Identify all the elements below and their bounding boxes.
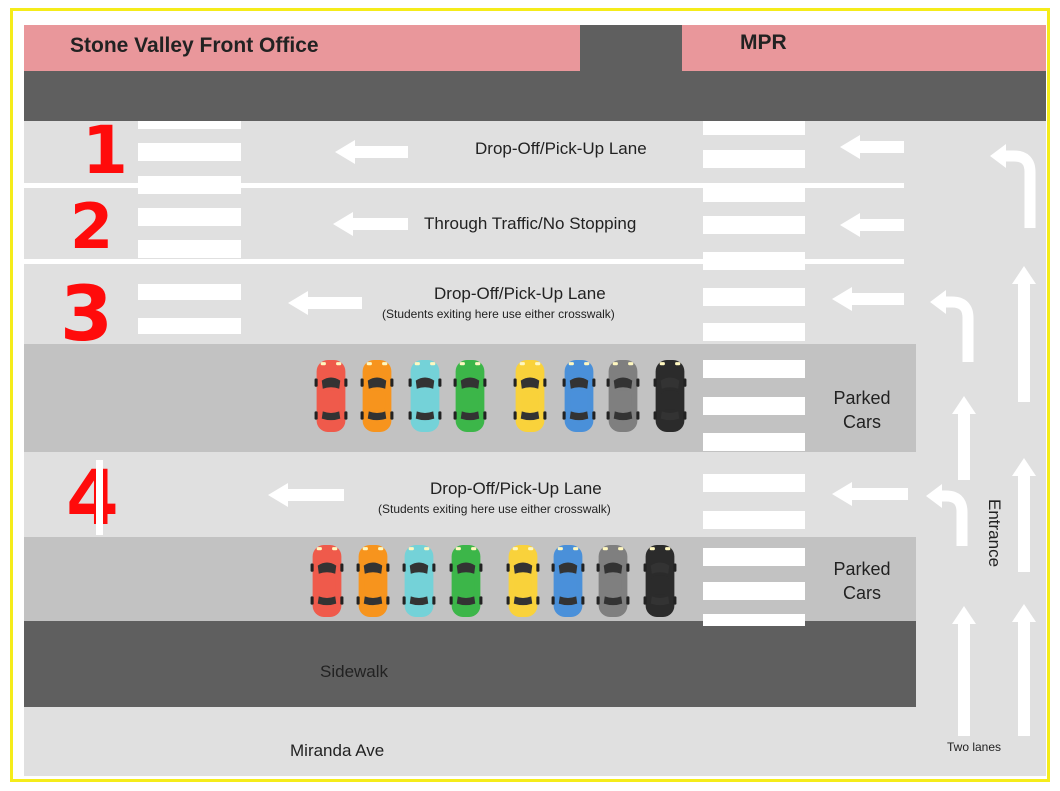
arrow-left-icon <box>840 135 904 159</box>
turn-arrow-icon <box>1004 150 1036 228</box>
lane-3-label: Drop-Off/Pick-Up Lane <box>434 284 606 303</box>
parked-car <box>513 358 547 439</box>
lane-number-2: 2 <box>70 190 114 263</box>
parked-cars-label-2: Parked Cars <box>833 559 891 603</box>
lane-2-label: Through Traffic/No Stopping <box>424 214 637 233</box>
parked-car <box>562 358 596 439</box>
street <box>24 707 916 776</box>
parked-car <box>596 543 630 624</box>
parked-car <box>453 358 487 439</box>
parked-car <box>643 543 677 624</box>
lane-number-4: 4 <box>66 453 119 542</box>
arrow-up-icon <box>1012 266 1036 402</box>
lane-divider-2 <box>24 259 904 264</box>
sidewalk <box>24 621 916 707</box>
lane-3-note: (Students exiting here use either crossw… <box>382 307 615 321</box>
parked-car <box>449 543 483 624</box>
lane-number-1: 1 <box>82 112 128 189</box>
building-walkway <box>24 71 1046 121</box>
lane-4-note: (Students exiting here use either crossw… <box>378 502 611 516</box>
turn-arrow-icon <box>944 296 974 362</box>
parked-car <box>653 358 687 439</box>
arrow-up-icon <box>952 606 976 736</box>
arrow-left-icon <box>832 287 904 311</box>
mpr-label: MPR <box>740 31 787 54</box>
front-office-label: Stone Valley Front Office <box>70 34 319 57</box>
lane-4-label: Drop-Off/Pick-Up Lane <box>430 479 602 498</box>
turn-arrow-icon <box>940 490 968 546</box>
arrow-left-icon <box>268 483 344 507</box>
parked-car <box>606 358 640 439</box>
sidewalk-label: Sidewalk <box>320 662 389 681</box>
parked-car <box>314 358 348 439</box>
parked-cars-label-1: Parked Cars <box>833 388 891 432</box>
arrow-left-icon <box>333 212 408 236</box>
two-lanes-label: Two lanes <box>947 740 1002 754</box>
street-label: Miranda Ave <box>290 741 385 760</box>
lane-4-marker <box>96 460 103 535</box>
lane-number-3: 3 <box>60 269 113 358</box>
parked-car <box>360 358 394 439</box>
arrow-up-icon <box>1012 604 1036 736</box>
parked-car <box>356 543 390 624</box>
diagram-frame <box>10 8 1050 782</box>
lane-1-label: Drop-Off/Pick-Up Lane <box>475 139 647 158</box>
arrow-left-icon <box>288 291 362 315</box>
parked-car <box>402 543 436 624</box>
parked-car <box>310 543 344 624</box>
front-office-building <box>24 25 580 71</box>
arrow-left-icon <box>335 140 408 164</box>
mpr-building <box>682 25 1046 71</box>
lane-divider-1 <box>24 183 904 188</box>
arrow-left-icon <box>832 482 908 506</box>
building-gap <box>580 25 682 71</box>
parked-car <box>506 543 540 624</box>
arrow-up-icon <box>952 396 976 480</box>
parked-car <box>408 358 442 439</box>
arrow-up-icon <box>1012 458 1036 572</box>
parked-car <box>551 543 585 624</box>
arrow-left-icon <box>840 213 904 237</box>
entrance-label: Entrance <box>985 498 1005 568</box>
